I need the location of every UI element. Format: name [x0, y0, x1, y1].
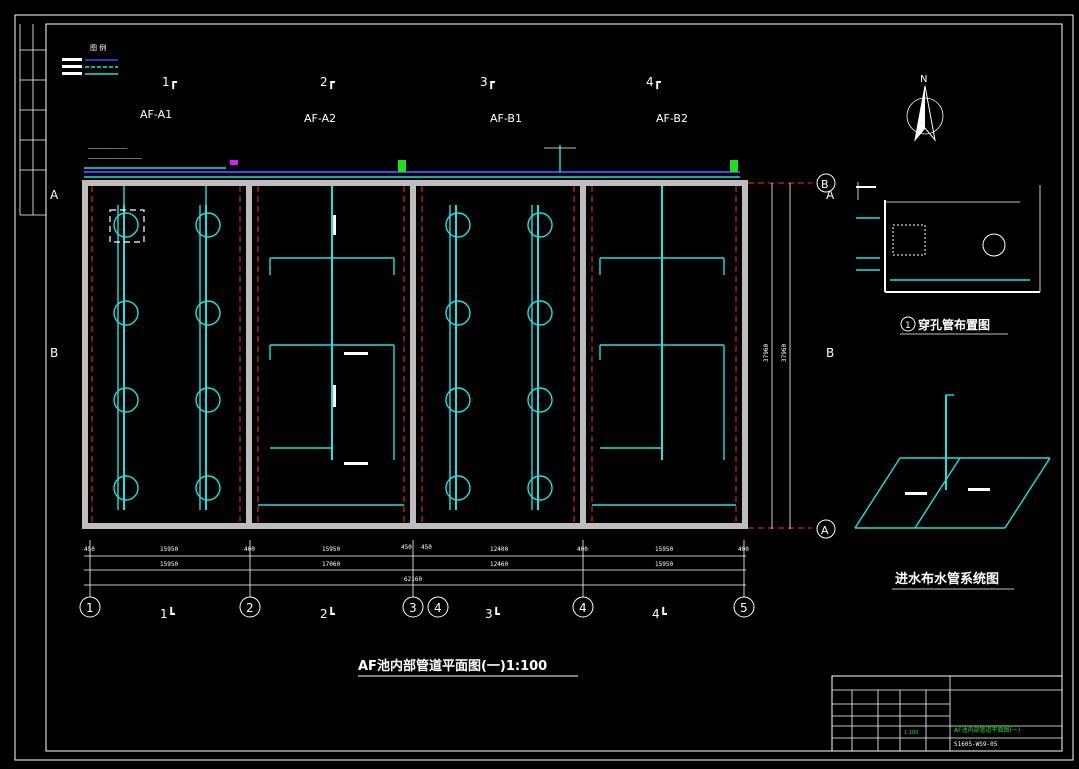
section-mark-a-right: A	[826, 188, 835, 202]
title-block[interactable]: AF池内部管道平面图(一) S1605-WS9-05 1:100	[831, 675, 1063, 752]
dims-right: 37960 37960	[763, 183, 791, 529]
valve-icon	[398, 160, 406, 172]
tank-name-a2: AF-A2	[304, 112, 336, 125]
section-label-4-bottom: 4┗	[652, 606, 668, 621]
header-note: ─────────────	[87, 146, 128, 152]
dim-right-2: 37960	[781, 344, 788, 362]
dim-row2: 17060	[322, 561, 340, 568]
section-label-2-bottom: 2┗	[320, 606, 336, 621]
tank-a1-pipework	[109, 186, 221, 510]
section-marks: A B B A	[50, 188, 835, 360]
dim-row1: 12400	[490, 546, 508, 553]
diffuser	[113, 212, 221, 501]
axis-bubble-3: 3	[409, 601, 417, 615]
legend-swatch	[62, 58, 82, 61]
diffuser	[445, 212, 553, 501]
dim-row1: 400	[577, 546, 588, 553]
section-mark-a-left: A	[50, 188, 59, 202]
section-label-1-top: 1┏	[162, 75, 178, 90]
tank-name-a1: AF-A1	[140, 108, 172, 121]
dims-bottom: 450 15950 400 15950 450 450 12400 400 15…	[84, 540, 749, 598]
dim-row1: 400	[738, 546, 749, 553]
valve-icon	[730, 160, 738, 172]
dim-row1: 450	[421, 544, 432, 551]
dim-total: 62160	[404, 576, 422, 583]
section-mark-b-right: B	[826, 346, 834, 360]
axis-bubble-a: A	[821, 524, 829, 537]
legend-title: 图 例	[90, 43, 106, 52]
axis-bubbles-bottom: 1 2 3 4 4 5	[79, 596, 755, 618]
tank-a2-pipework	[258, 186, 404, 506]
tank-labels-top: 1┏ 2┏ 3┏ 4┏ AF-A1 AF-A2 AF-B1 AF-B2	[140, 75, 688, 125]
section-mark-b-left: B	[50, 346, 58, 360]
title-block-scale: 1:100	[904, 730, 918, 736]
detail1-title: 穿孔管布置图	[918, 317, 990, 332]
marker-flag	[230, 160, 238, 165]
header-note: ──────────────────	[87, 156, 143, 162]
axis-bubble-4: 4	[579, 601, 587, 615]
dim-row1: 450	[84, 546, 95, 553]
section-label-3-bottom: 3┗	[485, 606, 501, 621]
tank-name-b2: AF-B2	[656, 112, 688, 125]
tank-name-b1: AF-B1	[490, 112, 522, 125]
title-block-drawing-no: S1605-WS9-05	[954, 741, 998, 748]
tank-walls	[82, 180, 748, 529]
sheet-inner-border	[45, 23, 1063, 752]
section-label-1-bottom: 1┗	[160, 606, 176, 621]
dim-right-1: 37960	[763, 344, 770, 362]
tank-b1-pipework	[445, 205, 553, 510]
detail-perforated-pipe[interactable]: 1 穿孔管布置图	[856, 182, 1041, 335]
dim-row2: 12460	[490, 561, 508, 568]
drawing-title: AF池内部管道平面图(一)1:100	[358, 658, 547, 674]
dim-row1: 450	[401, 544, 412, 551]
detail1-number: 1	[905, 321, 911, 331]
north-label: N	[920, 74, 927, 85]
legend: 图 例	[62, 43, 118, 75]
axis-bubble-5: 5	[740, 601, 748, 615]
axis-bubble-1: 1	[86, 601, 94, 615]
axis-bubble-2: 2	[246, 601, 254, 615]
detail-inlet-system[interactable]: 进水布水管系统图	[854, 394, 1051, 590]
tank-b2-pipework	[592, 186, 736, 506]
tank-labels-bottom: 1┗ 2┗ 3┗ 4┗	[160, 606, 668, 621]
dim-row1: 15950	[160, 546, 178, 553]
supply-header: ───────────── ──────────────────	[84, 145, 740, 178]
detail2-title: 进水布水管系统图	[895, 571, 999, 587]
binding-strip	[19, 24, 46, 216]
axis-lines	[91, 182, 812, 529]
dim-row2: 15950	[160, 561, 178, 568]
dim-row1: 15950	[655, 546, 673, 553]
dim-row2: 15950	[655, 561, 673, 568]
sheet-outer-border	[14, 14, 1074, 761]
title-block-drawing-name: AF池内部管道平面图(一)	[954, 726, 1020, 734]
legend-swatch	[62, 72, 82, 75]
legend-swatch	[62, 65, 82, 68]
section-label-3-top: 3┏	[480, 75, 496, 90]
axis-bubble-4a: 4	[434, 601, 442, 615]
axis-bubble-b: B	[821, 178, 829, 191]
section-label-4-top: 4┏	[646, 75, 662, 90]
dim-row1: 400	[244, 546, 255, 553]
north-arrow[interactable]: N	[906, 74, 944, 142]
section-label-2-top: 2┏	[320, 75, 336, 90]
dim-row1: 15950	[322, 546, 340, 553]
axis-bubbles-right: B A	[816, 173, 836, 539]
